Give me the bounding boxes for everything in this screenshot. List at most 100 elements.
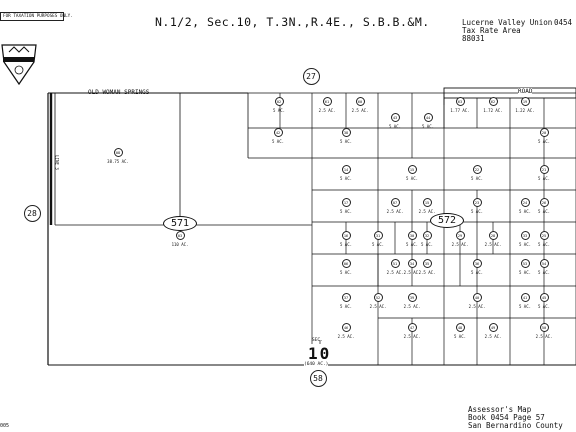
parcel-acreage: 2.5 AC. — [351, 108, 369, 113]
parcel-number: 48 — [455, 323, 465, 332]
parcel-number: 15 — [407, 165, 417, 174]
parcel-number: 15 — [422, 198, 432, 207]
parcel-acreage: 5 AC. — [470, 209, 484, 214]
parcel-number: 31 — [373, 231, 383, 240]
parcel-number: 24 — [520, 198, 530, 207]
parcel-number: 54 — [539, 259, 549, 268]
parcel-acreage: 5 AC. — [470, 176, 484, 181]
parcel-number: 14 — [341, 165, 351, 174]
parcel-number: 49 — [488, 323, 498, 332]
parcel-acreage: 5 AC. — [272, 108, 286, 113]
parcel-number: 37 — [341, 293, 351, 302]
parcel-acreage: 5 AC. — [371, 242, 385, 247]
parcel-acreage: 2.5 AC. — [386, 270, 404, 275]
parcel-number: 02 — [274, 97, 284, 106]
parcel-acreage: 5 AC. — [518, 270, 532, 275]
parcel-acreage: 5 AC. — [537, 209, 551, 214]
road-label: ROAD — [518, 88, 533, 95]
parcel-acreage: 110 AC. — [171, 242, 189, 247]
parcel-acreage: 2.5 AC. — [535, 334, 553, 339]
parcel-acreage: 38.75 AC. — [107, 159, 129, 164]
corner-code: 005 — [0, 423, 10, 429]
parcel-number: 22 — [472, 165, 482, 174]
parcel-number: 53 — [520, 259, 530, 268]
parcel-acreage: 2.5 AC. — [403, 304, 421, 309]
district-code: 0454 — [554, 18, 573, 27]
parcel-number: 03 — [175, 231, 185, 240]
parcel-acreage: 5 AC. — [405, 176, 419, 181]
parcel-acreage: 5 AC. — [537, 242, 551, 247]
parcel-number: 43 — [390, 113, 400, 122]
parcel-acreage: 2.5 AC. — [318, 108, 336, 113]
parcel-number: 23 — [472, 198, 482, 207]
parcel-acreage: 2.5 AC. — [468, 304, 486, 309]
parcel-number: 28 — [488, 231, 498, 240]
parcel-number: 44 — [423, 113, 433, 122]
parcel-acreage: 5 AC. — [339, 242, 353, 247]
parcel-acreage: 5 AC. — [271, 139, 285, 144]
section-number-west: 28 — [23, 205, 41, 222]
parcel-acreage: 5 AC. — [388, 124, 402, 129]
parcel-number: 29 — [455, 231, 465, 240]
parcel-acreage: 2.5 AC. — [484, 242, 502, 247]
parcel-number: 26 — [539, 198, 549, 207]
parcel-number: 47 — [407, 323, 417, 332]
parcel-number: 42 — [273, 128, 283, 137]
parcel-number: 30 — [407, 231, 417, 240]
parcel-acreage: 1.22 AC. — [515, 108, 535, 113]
parcel-number: 38 — [341, 128, 351, 137]
district-name: Lucerne Valley Union — [462, 18, 553, 27]
parcel-number: 52 — [373, 293, 383, 302]
parcel-number: 36 — [472, 259, 482, 268]
parcel-number: 50 — [539, 323, 549, 332]
old-woman-springs-road-label: OLD WOMAN SPRINGS — [88, 89, 150, 96]
assessor-map-label: Assessor's Map — [468, 405, 532, 414]
parcel-acreage: 1.77 AC. — [450, 108, 470, 113]
parcel-number: 20 — [539, 128, 549, 137]
parcel-number: 61 — [322, 97, 332, 106]
parcel-acreage: 2.5 AC. — [418, 209, 436, 214]
parcel-number: 19 — [520, 97, 530, 106]
parcel-acreage: 5 AC. — [537, 139, 551, 144]
parcel-number: 62 — [488, 97, 498, 106]
parcel-number: 46 — [341, 323, 351, 332]
parcel-acreage: 1.72 AC. — [483, 108, 503, 113]
parcel-acreage: 5 AC. — [405, 242, 419, 247]
parcel-acreage: 5 AC. — [339, 139, 353, 144]
parcel-acreage: 2.5 AC. — [369, 304, 387, 309]
parcel-acreage: 2.5 AC. — [386, 209, 404, 214]
parcel-acreage: 2.5 AC. — [337, 334, 355, 339]
parcel-acreage: 5 AC. — [339, 270, 353, 275]
section-number-south: 58 — [309, 370, 327, 387]
parcel-number: 16 — [341, 231, 351, 240]
parcel-acreage: 2.5 AC. — [403, 270, 421, 275]
disclaimer-line: FOR TAXATION PURPOSES ONLY. — [3, 14, 73, 19]
parcel-number: 35 — [422, 259, 432, 268]
parcel-acreage: 5 AC. — [537, 304, 551, 309]
parcel-number: 51 — [390, 259, 400, 268]
parcel-acreage: 5 AC. — [339, 209, 353, 214]
tax-rate-area-number: 88031 — [462, 34, 485, 43]
parcel-acreage: 2.5 AC. — [451, 242, 469, 247]
parcel-number: 21 — [539, 165, 549, 174]
map-title: N.1/2, Sec.10, T.3N.,R.4E., S.B.B.&M. — [155, 15, 430, 29]
section-prefix: SEC. — [312, 338, 323, 343]
parcel-number: 08 — [113, 148, 123, 157]
section-number: 10 — [308, 344, 332, 363]
section-number-north: 27 — [302, 68, 320, 85]
parcel-number: 63 — [455, 97, 465, 106]
section-acres: (640 AC.) — [304, 362, 329, 367]
parcel-number: 06 — [341, 259, 351, 268]
parcel-acreage: 2.5 AC. — [403, 334, 421, 339]
parcel-acreage: 5 AC. — [537, 270, 551, 275]
parcel-number: 40 — [472, 293, 482, 302]
parcel-number: 07 — [390, 198, 400, 207]
parcel-number: 60 — [355, 97, 365, 106]
parcel-acreage: 2.5 AC. — [418, 270, 436, 275]
parcel-acreage: 5 AC. — [453, 334, 467, 339]
parcel-number: 33 — [520, 231, 530, 240]
parcel-acreage: 5 AC. — [518, 242, 532, 247]
county-seal-icon — [1, 44, 37, 86]
parcel-number: 32 — [422, 231, 432, 240]
